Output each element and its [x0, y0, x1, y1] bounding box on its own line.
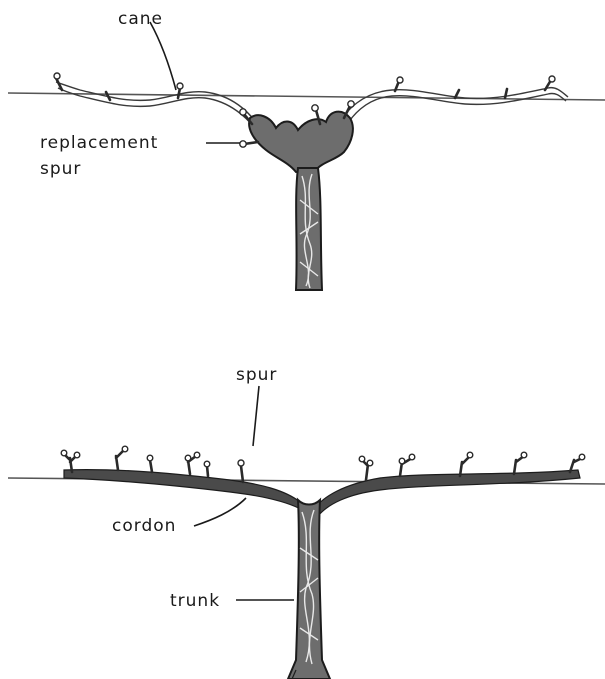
- leader-cane: [150, 22, 176, 90]
- label-cane: cane: [118, 9, 163, 29]
- label-trunk: trunk: [170, 591, 220, 611]
- spur-pruned-vine: [8, 446, 605, 679]
- cordon-right: [312, 470, 580, 516]
- label-spur: spur: [236, 365, 277, 385]
- vine-head-top: [249, 112, 353, 172]
- cane-right: [335, 88, 568, 132]
- label-replacement-spur-line1: replacement: [40, 133, 158, 153]
- leader-spur: [253, 386, 259, 446]
- label-replacement-spur-line2: spur: [40, 159, 81, 179]
- cordon-left: [64, 470, 306, 512]
- label-cordon: cordon: [112, 516, 176, 536]
- cane-right-inner: [340, 93, 566, 138]
- cane-pruned-vine: [8, 73, 605, 290]
- leader-cordon: [194, 498, 246, 526]
